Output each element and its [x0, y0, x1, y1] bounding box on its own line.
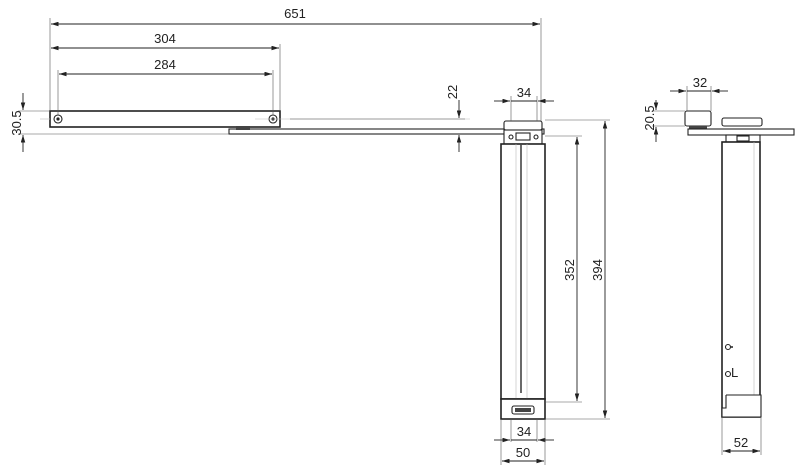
label-394: 394: [590, 259, 605, 281]
dim-body-bottom-inner: 34: [494, 419, 554, 443]
label-34-bottom: 34: [517, 424, 531, 439]
dim-body-width: 50: [500, 419, 546, 465]
label-284: 284: [154, 57, 176, 72]
dim-side-top-width: 32: [670, 75, 728, 111]
dim-arm-height: 30.5: [9, 93, 229, 152]
dim-overall-length: 651: [49, 6, 542, 121]
label-20-5: 20.5: [642, 105, 657, 130]
dim-arm-length: 304: [51, 31, 281, 111]
side-view: L: [684, 110, 795, 418]
label-30-5: 30.5: [9, 110, 24, 135]
dim-side-top-height: 20.5: [642, 100, 685, 142]
dim-body-top-width: 34: [494, 85, 554, 121]
svg-text:L: L: [731, 365, 738, 380]
dim-side-depth: 52: [721, 417, 762, 455]
label-32: 32: [693, 75, 707, 90]
label-50: 50: [516, 445, 530, 460]
slide-arm: [40, 110, 290, 128]
label-22: 22: [445, 85, 460, 99]
closer-body: [500, 120, 546, 420]
label-34-top: 34: [517, 85, 531, 100]
label-304: 304: [154, 31, 176, 46]
dim-overall-height: 394: [545, 119, 610, 420]
label-352: 352: [562, 259, 577, 281]
dim-hole-spacing: 284: [57, 57, 274, 115]
label-52: 52: [734, 435, 748, 450]
dim-arm-offset: 22: [290, 85, 465, 152]
dim-inner-height: 352: [545, 135, 582, 403]
label-651: 651: [284, 6, 306, 21]
